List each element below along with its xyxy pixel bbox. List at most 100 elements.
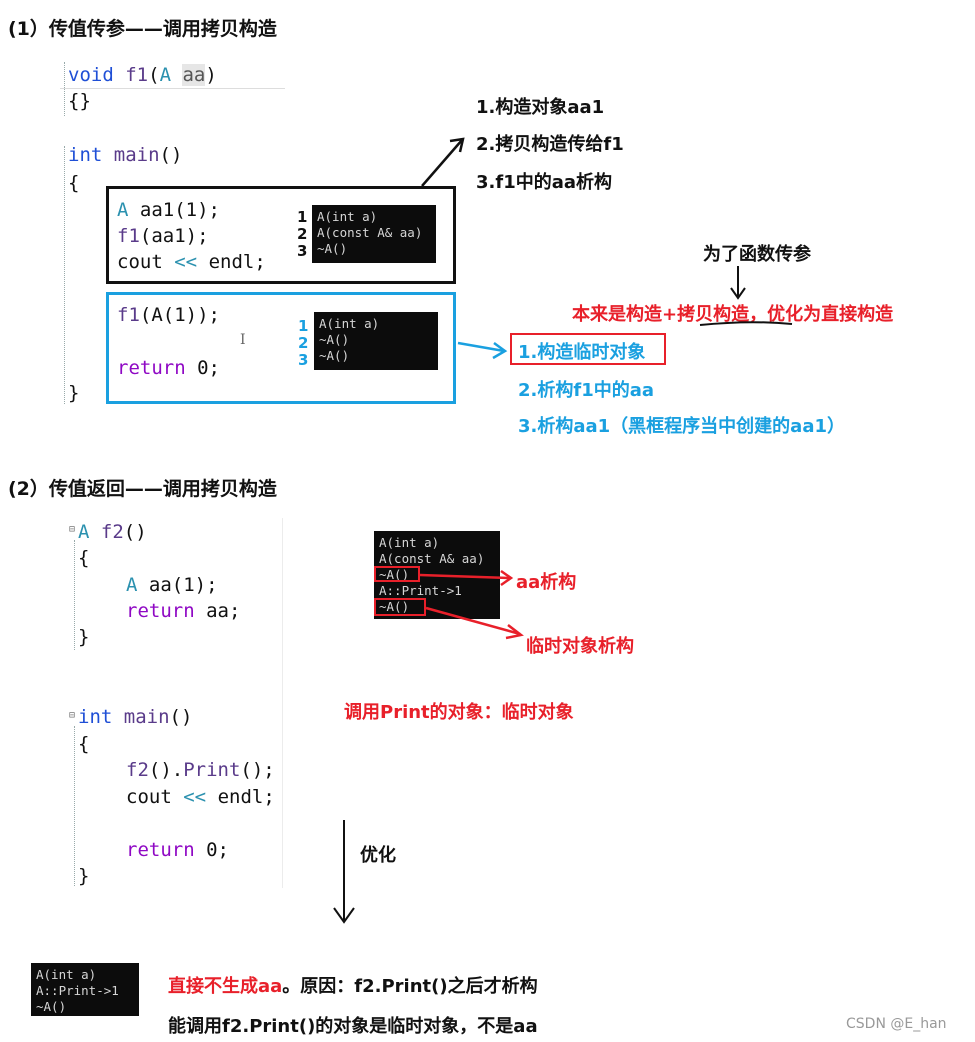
console-line: A(int a) (319, 316, 380, 331)
code-punct: () (169, 706, 193, 728)
optimize-arrowhead (333, 907, 355, 924)
console-line: ~A() (36, 999, 67, 1014)
code-text: (). (148, 759, 184, 781)
console-line: ~A() (317, 241, 348, 256)
code-guide-line (74, 540, 75, 650)
code-main2-line1: f2().Print(); (126, 757, 275, 783)
code-text: aa1(1); (139, 199, 220, 221)
text-cursor-icon: I (240, 332, 246, 348)
final-note-red: 直接不生成aa (168, 976, 283, 997)
black-note-3: 3.f1中的aa析构 (476, 172, 613, 193)
code-main2-open: { (78, 733, 90, 755)
blue-note-arrow (457, 341, 505, 353)
highlight-box (374, 566, 420, 582)
aa-destruct-arrow (419, 573, 511, 580)
code-function-name: Print (183, 759, 241, 781)
code-text: endl; (217, 786, 275, 808)
code-f2-close: } (78, 626, 90, 648)
code-main2-line2: cout << endl; (126, 784, 275, 810)
aa-destruct-note: aa析构 (516, 572, 577, 593)
code-keyword: int (68, 144, 103, 166)
code-operator: << (183, 786, 207, 808)
code-f1-signature: void f1(A aa) (68, 62, 217, 88)
code-text: cout (126, 786, 172, 808)
code-highlight-line (60, 62, 285, 89)
code-text: (A(1)); (139, 304, 220, 326)
code-text: 0; (197, 357, 220, 379)
code-function-name: f1 (125, 64, 149, 86)
blue-console-label-3: 3 (298, 351, 309, 369)
code-operator: << (174, 251, 198, 273)
blue-note-1: 1.构造临时对象 (518, 342, 646, 363)
code-text: endl; (208, 251, 266, 273)
collapse-marker-icon: ⊟ (69, 710, 76, 721)
blue-box-frame (106, 292, 456, 404)
console-line: A::Print->1 (36, 983, 119, 998)
code-punct: () (159, 144, 183, 166)
blue-note-2: 2.析构f1中的aa (518, 380, 655, 401)
code-text: cout (117, 251, 163, 273)
console-line: ~A() (379, 599, 410, 614)
black-note-arrow (421, 139, 463, 187)
code-function-name: main (113, 144, 160, 166)
final-note-line2: 能调用f2.Print()的对象是临时对象，不是aa (168, 1016, 538, 1037)
black-box-code-line2: f1(aa1); (117, 223, 209, 249)
code-text: 0; (206, 839, 229, 861)
code-punct: () (123, 521, 147, 543)
black-console-label-2: 2 (297, 225, 308, 243)
highlight-box (374, 598, 426, 616)
underline-mark (699, 321, 793, 326)
optimize-label: 优化 (360, 845, 396, 866)
optimized-console: A(int a)A::Print->1~A() (31, 963, 139, 1016)
code-main2-line3: return 0; (126, 837, 229, 863)
code-guide-line (74, 726, 75, 886)
temp-destruct-note: 临时对象析构 (526, 636, 634, 657)
code-main2-signature: int main() (78, 704, 192, 730)
code-type: A (78, 521, 90, 543)
console-line: ~A() (319, 348, 350, 363)
code-type: A (159, 64, 172, 86)
aa-destruct-arrowhead (500, 569, 514, 587)
collapse-marker-icon: ⊟ (69, 524, 76, 535)
purpose-note: 为了函数传参 (703, 244, 811, 265)
code-f2-line1: A aa(1); (126, 572, 218, 598)
code-text: (aa1); (139, 225, 209, 247)
black-box-code-line1: A aa1(1); (117, 197, 220, 223)
final-note-black: 。原因：f2.Print()之后才析构 (282, 976, 538, 997)
code-return-keyword: return (117, 357, 186, 379)
black-console-label-1: 1 (297, 208, 308, 226)
code-function-name: main (123, 706, 170, 728)
code-return-keyword: return (126, 839, 195, 861)
blue-note-3: 3.析构aa1（黑框程序当中创建的aa1） (518, 416, 845, 437)
code-punct: ) (205, 64, 217, 86)
code-return-keyword: return (126, 600, 195, 622)
code-type: A (126, 574, 138, 596)
blue-console-label-2: 2 (298, 334, 309, 352)
code-f2-open: { (78, 547, 90, 569)
code-type: A (117, 199, 129, 221)
code-f1-body: {} (68, 90, 91, 112)
code-main-signature: int main() (68, 142, 182, 168)
code-panel-edge (282, 518, 283, 888)
code-guide-line (64, 146, 65, 404)
code-function-name: f1 (117, 225, 140, 247)
black-console-label-3: 3 (297, 242, 308, 260)
code-guide-line (64, 62, 65, 116)
console-line: A(int a) (379, 535, 440, 550)
code-function-name: f2 (100, 521, 124, 543)
code-f2-line2: return aa; (126, 598, 240, 624)
code-main2-close: } (78, 865, 90, 887)
section2-heading: (2）传值返回——调用拷贝构造 (8, 478, 277, 500)
black-box-console: A(int a)A(const A& aa)~A() (312, 205, 436, 263)
code-function-name: f2 (126, 759, 149, 781)
watermark: CSDN @E_han (846, 1016, 947, 1032)
black-note-2: 2.拷贝构造传给f1 (476, 134, 624, 155)
code-keyword: void (68, 64, 114, 86)
console-line: A(const A& aa) (317, 225, 423, 240)
code-open-brace: { (68, 172, 80, 194)
optimization-note: 本来是构造+拷贝构造，优化为直接构造 (572, 304, 894, 325)
console-line: A::Print->1 (379, 583, 462, 598)
purpose-arrowhead (730, 287, 746, 300)
code-close-brace: } (68, 382, 80, 404)
